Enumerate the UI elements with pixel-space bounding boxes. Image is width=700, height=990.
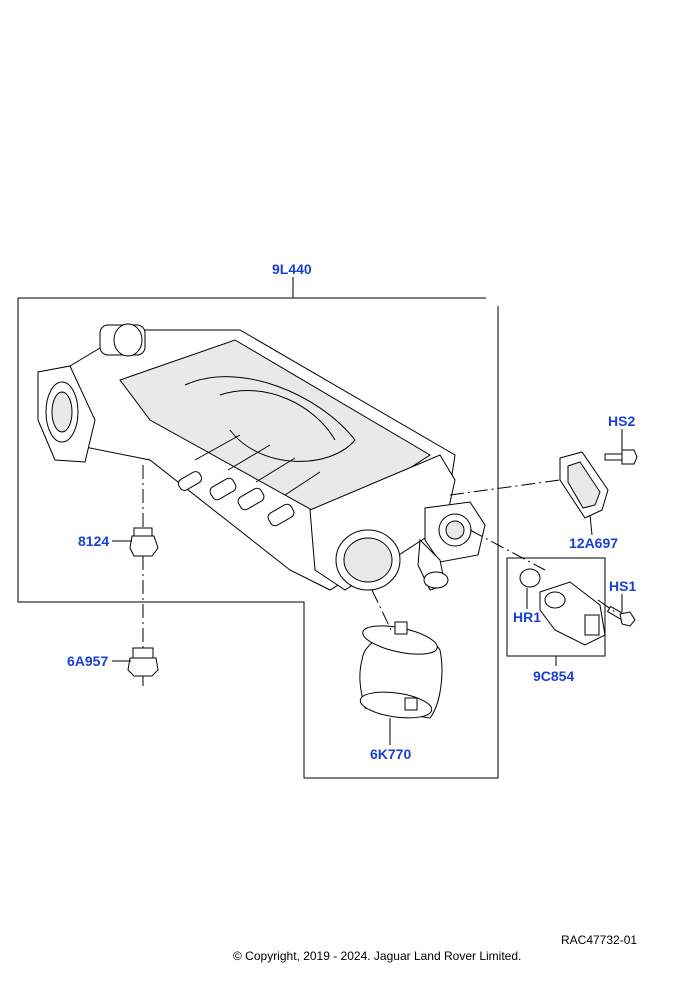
leader-lines (112, 429, 623, 745)
nut-8124 (129, 527, 159, 557)
sensor-12A697 (559, 451, 609, 536)
callout-HS1: HS1 (609, 578, 636, 594)
callout-HR1: HR1 (513, 609, 541, 625)
bolt-HS2 (604, 449, 638, 465)
callout-HS2: HS2 (608, 413, 635, 429)
sensor-6A957 (127, 647, 159, 686)
callout-6A957: 6A957 (67, 653, 108, 669)
intake-manifold-assembly (37, 323, 486, 591)
copyright: © Copyright, 2019 - 2024. Jaguar Land Ro… (233, 949, 521, 963)
bolt-HS1 (606, 605, 636, 627)
bracket-9L440 (17, 277, 499, 779)
hose-6K770 (359, 621, 443, 719)
valve-9C854 (519, 568, 606, 646)
callout-8124: 8124 (78, 533, 109, 549)
connection-lines (142, 465, 616, 648)
diagram-ref: RAC47732-01 (561, 933, 637, 947)
callout-12A697: 12A697 (569, 535, 618, 551)
callout-9C854: 9C854 (533, 668, 574, 684)
callout-9L440: 9L440 (272, 261, 312, 277)
callout-6K770: 6K770 (370, 746, 411, 762)
